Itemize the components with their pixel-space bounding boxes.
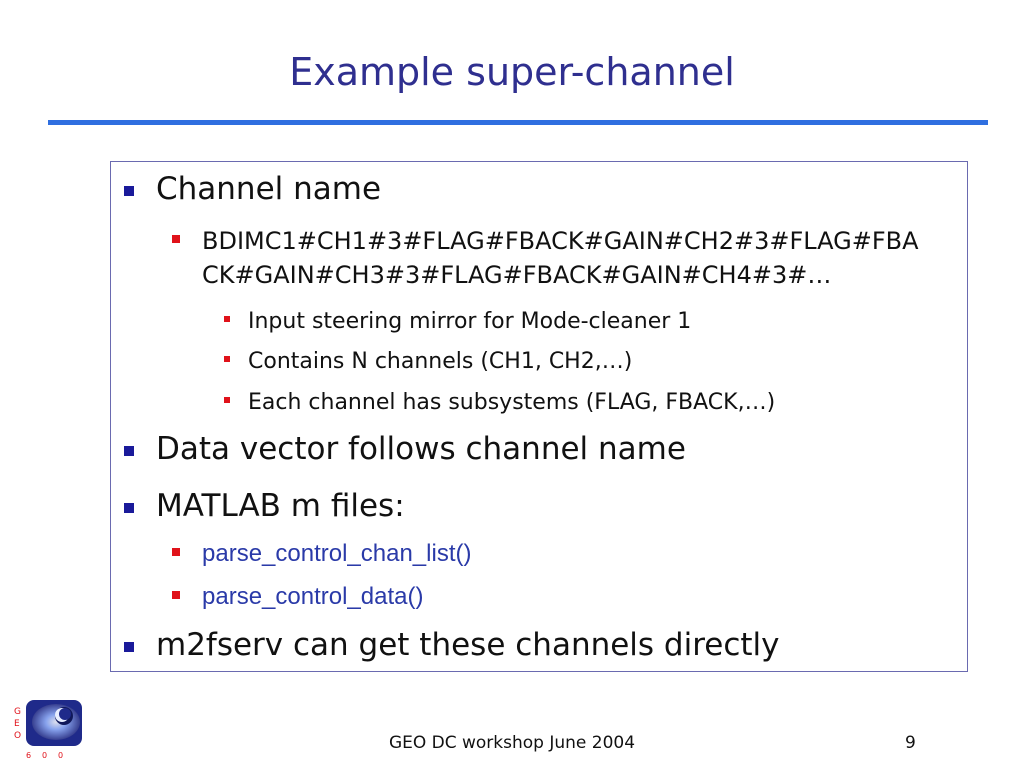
logo-letter: O — [14, 731, 21, 741]
bullet-text: Data vector follows channel name — [156, 431, 686, 467]
bullet-m2fserv: m2fserv can get these channels directly — [124, 628, 780, 662]
channel-string-line-1: BDIMC1#CH1#3#FLAG#FBACK#GAIN#CH2#3#FLAG#… — [202, 227, 919, 255]
square-bullet-icon — [172, 548, 180, 556]
bullet-text: Contains N channels (CH1, CH2,…) — [248, 349, 633, 374]
bullet-parse-chan-list: parse_control_chan_list() — [172, 537, 471, 571]
code-function-name: parse_control_chan_list() — [202, 540, 472, 567]
bullet-channel-name: Channel name — [124, 172, 381, 206]
square-bullet-icon — [124, 446, 134, 456]
bullet-parse-data: parse_control_data() — [172, 580, 423, 614]
square-bullet-icon — [124, 186, 134, 196]
bullet-matlab-files: MATLAB m files: — [124, 489, 405, 523]
square-bullet-icon — [224, 356, 230, 362]
geo600-logo-icon: G E O 6 0 0 — [14, 700, 82, 760]
logo-letter: E — [14, 719, 20, 729]
square-bullet-icon — [224, 316, 230, 322]
bullet-subsystems: Each channel has subsystems (FLAG, FBACK… — [224, 386, 775, 420]
square-bullet-icon — [224, 397, 230, 403]
bullet-data-vector: Data vector follows channel name — [124, 432, 686, 466]
bullet-text: Input steering mirror for Mode-cleaner 1 — [248, 309, 692, 334]
square-bullet-icon — [172, 235, 180, 243]
channel-string-line-2: CK#GAIN#CH3#3#FLAG#FBACK#GAIN#CH4#3#… — [202, 261, 832, 289]
bullet-text: m2fserv can get these channels directly — [156, 627, 780, 663]
logo-letter: 0 — [58, 751, 63, 760]
square-bullet-icon — [124, 642, 134, 652]
logo-letter: 0 — [42, 751, 47, 760]
footer-text: GEO DC workshop June 2004 — [388, 733, 636, 753]
logo-letter: G — [14, 707, 21, 717]
title-divider — [48, 120, 988, 125]
bullet-text: Each channel has subsystems (FLAG, FBACK… — [248, 390, 776, 415]
square-bullet-icon — [124, 503, 134, 513]
page-number: 9 — [905, 733, 916, 753]
bullet-text: Channel name — [156, 171, 382, 207]
square-bullet-icon — [172, 591, 180, 599]
code-function-name: parse_control_data() — [202, 583, 424, 610]
slide-title: Example super-channel — [289, 50, 735, 94]
bullet-text-block: BDIMC1#CH1#3#FLAG#FBACK#GAIN#CH2#3#FLAG#… — [202, 224, 919, 292]
bullet-input-steering: Input steering mirror for Mode-cleaner 1 — [224, 305, 691, 339]
content-box — [110, 161, 968, 672]
bullet-contains-channels: Contains N channels (CH1, CH2,…) — [224, 345, 632, 379]
bullet-channel-string: BDIMC1#CH1#3#FLAG#FBACK#GAIN#CH2#3#FLAG#… — [172, 224, 919, 292]
logo-letter: 6 — [26, 751, 31, 760]
bullet-text: MATLAB m files: — [156, 488, 405, 524]
